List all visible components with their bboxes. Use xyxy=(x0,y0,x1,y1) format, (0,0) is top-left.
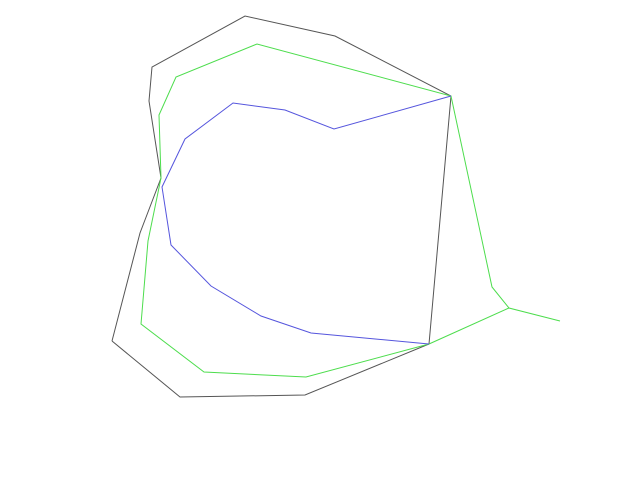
green-path xyxy=(140,43,561,378)
green-connector xyxy=(428,307,510,345)
blue-path xyxy=(161,95,452,345)
outer-black-path xyxy=(111,15,452,398)
